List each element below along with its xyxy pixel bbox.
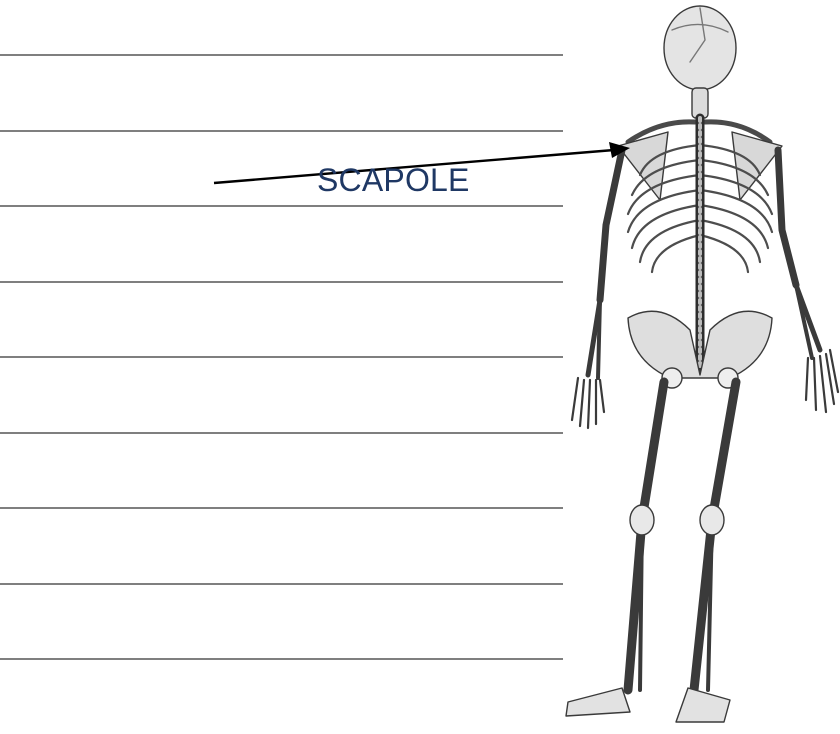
right-scapula [732,132,782,200]
label-scapole: SCAPOLE [317,160,470,200]
left-scapula [618,132,668,200]
skeleton-illustration [566,6,838,722]
answer-lines [0,55,563,659]
